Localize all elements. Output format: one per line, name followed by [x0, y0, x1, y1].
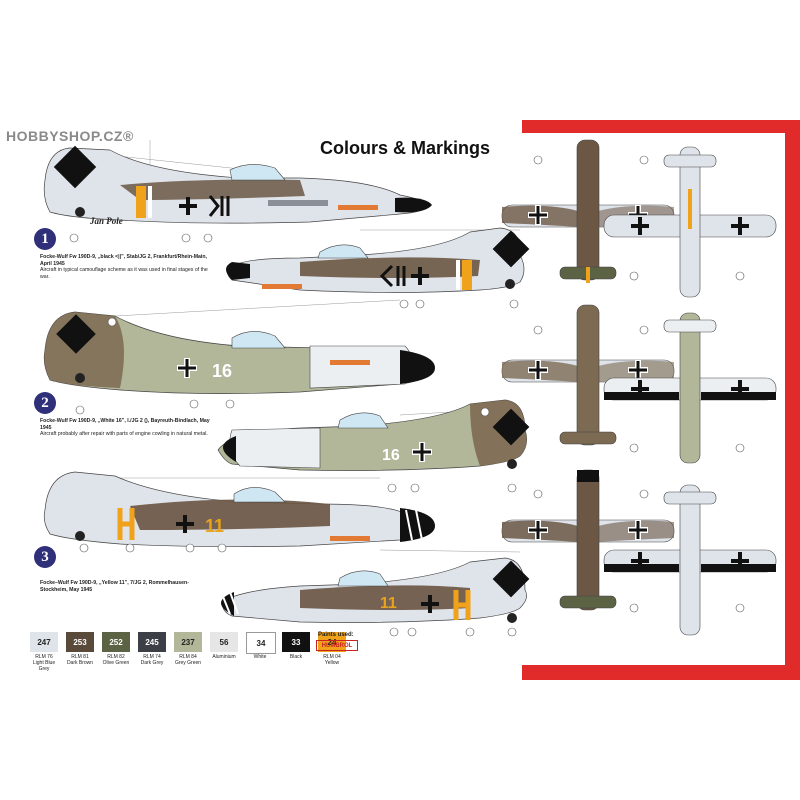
paint-swatch: 245 — [138, 632, 166, 652]
paint-name: Grey Green — [174, 660, 202, 666]
paint-name: White — [253, 654, 267, 660]
paint-rlm-code: RLM 76 — [35, 654, 53, 660]
scheme-1-note: Aircraft in typical camouflage scheme as… — [40, 267, 208, 280]
scheme-3-badge: 3 — [34, 546, 56, 568]
scheme3-left-profile: 11 — [43, 471, 435, 548]
scheme-1-badge: 1 — [34, 228, 56, 250]
paint-name: Olive Green — [102, 660, 130, 666]
scheme1-left-profile — [43, 145, 432, 224]
scheme1-right-profile — [226, 227, 530, 293]
paint-swatch: 253 — [66, 632, 94, 652]
scheme2-left-profile: 16 — [43, 311, 435, 394]
paint-swatch: 56 — [210, 632, 238, 652]
plan-views — [501, 139, 777, 636]
paint-swatch: 34 — [246, 632, 276, 654]
svg-text:11: 11 — [205, 516, 224, 536]
paint-swatch-label: Aluminium — [207, 654, 241, 660]
scheme3-right-profile: 11 — [221, 557, 530, 623]
svg-text:16: 16 — [382, 447, 400, 464]
paint-swatch: 247 — [30, 632, 58, 652]
watermark: HOBBYSHOP.CZ® — [6, 128, 134, 144]
paint-name: Yellow — [324, 660, 340, 666]
scheme2-right-profile: 16 — [217, 399, 530, 471]
paint-swatch-label: White — [243, 654, 277, 660]
paint-name: Dark Grey — [140, 660, 164, 666]
scheme-3-caption: Focke–Wulf Fw 190D-9, „Yellow 11”, 7/JG … — [40, 580, 215, 593]
paint-rlm-code: RLM 82 — [107, 654, 125, 660]
paint-name: Aluminium — [212, 654, 236, 660]
scheme-3-heading: Focke–Wulf Fw 190D-9, „Yellow 11”, 7/JG … — [40, 580, 189, 593]
paint-swatch: 237 — [174, 632, 202, 652]
page-title: Colours & Markings — [320, 138, 491, 158]
paint-swatch: 33 — [282, 632, 310, 652]
scheme-1-caption: Focke-Wulf Fw 190D-9, „black <||”, Stab/… — [40, 254, 215, 280]
paints-used-label: Paints used: — [318, 632, 354, 638]
paint-swatch: 252 — [102, 632, 130, 652]
paint-swatch: 24 — [318, 632, 346, 652]
scheme-1-heading: Focke-Wulf Fw 190D-9, „black <||”, Stab/… — [40, 254, 207, 267]
humbrol-logo: HUMBROL — [316, 640, 358, 651]
paint-rlm-code: RLM 84 — [179, 654, 197, 660]
paint-name: Dark Brown — [66, 660, 94, 666]
scheme-2-note: Aircraft probably after repair with part… — [40, 431, 208, 437]
svg-text:11: 11 — [380, 595, 397, 612]
svg-text:16: 16 — [212, 361, 232, 381]
paint-name: Black — [289, 654, 303, 660]
paint-rlm-code: RLM 04 — [323, 654, 341, 660]
scheme-2-heading: Focke-Wulf Fw 190D-9, „White 16”, I./JG … — [40, 418, 210, 431]
paint-swatch-label: Black — [279, 654, 313, 660]
scheme-2-caption: Focke-Wulf Fw 190D-9, „White 16”, I./JG … — [40, 418, 215, 438]
scheme-2-badge: 2 — [34, 392, 56, 414]
paint-rlm-code: RLM 81 — [71, 654, 89, 660]
paint-rlm-code: RLM 74 — [143, 654, 161, 660]
nose-art-text: Jan Pole — [90, 216, 123, 226]
callouts — [69, 155, 745, 637]
paint-name: Light Blue Grey — [32, 660, 56, 672]
